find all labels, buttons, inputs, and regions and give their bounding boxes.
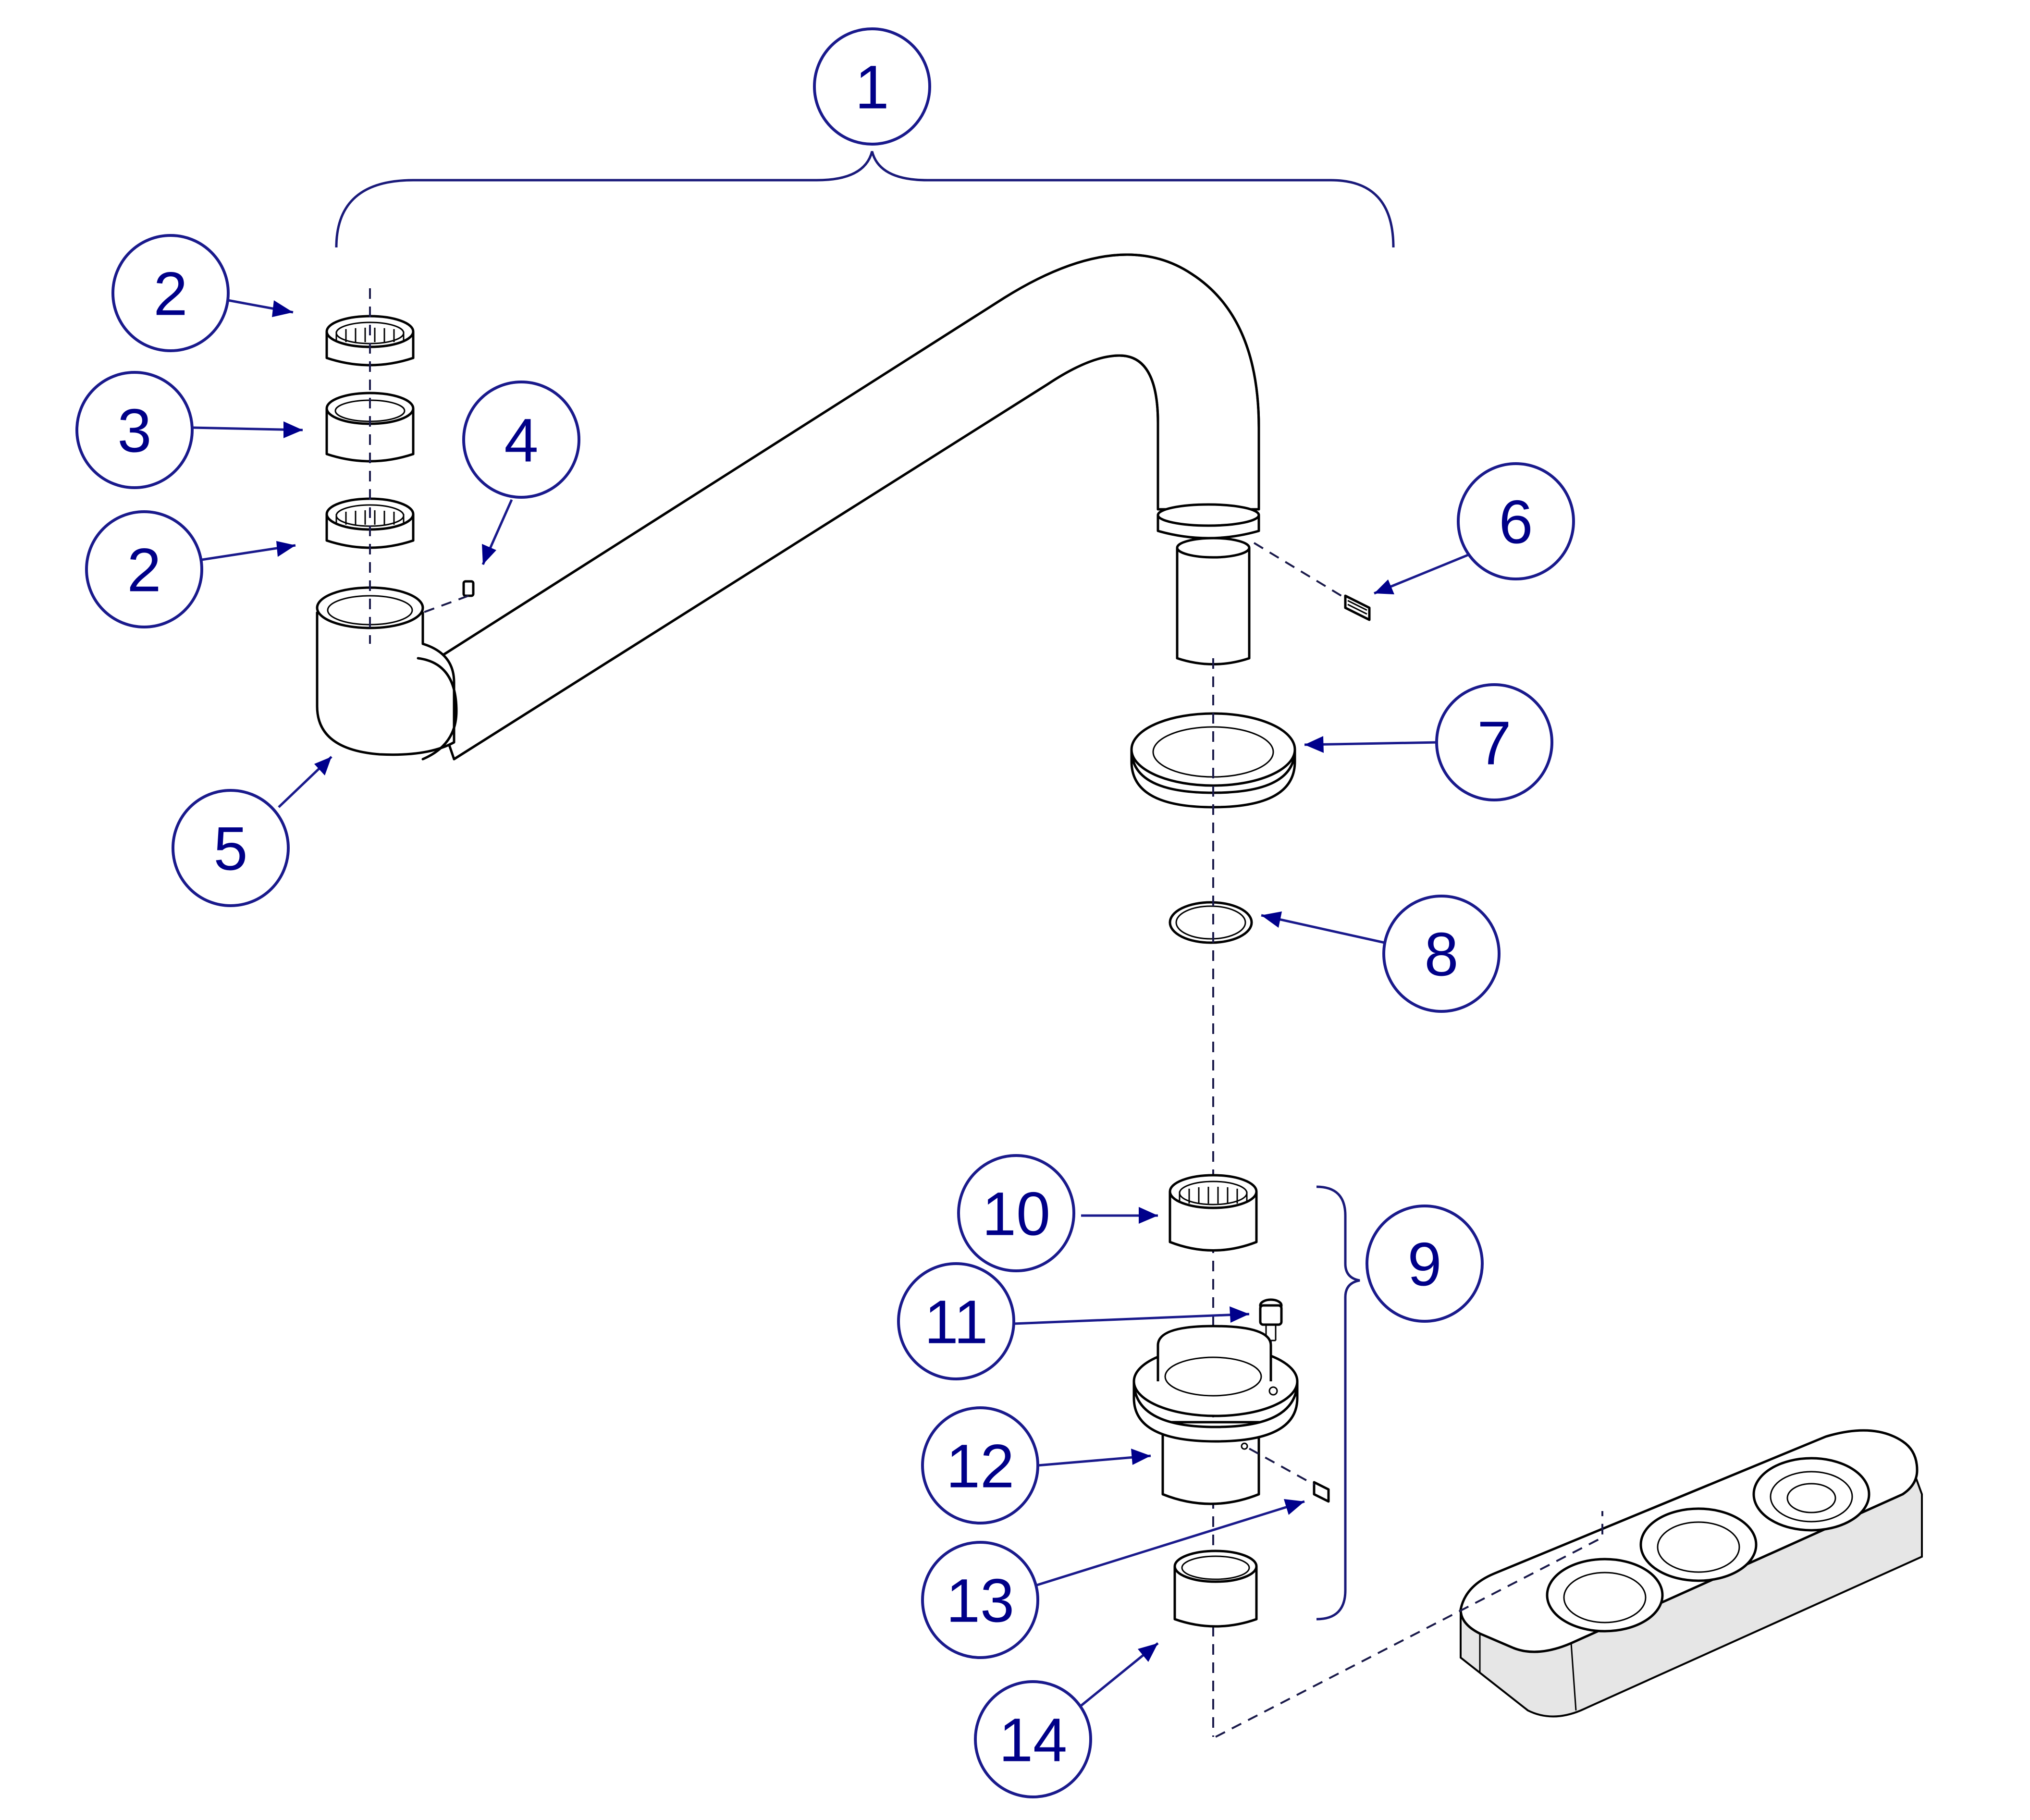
callout-9: 9 xyxy=(1366,1205,1484,1323)
callout-8: 8 xyxy=(1382,895,1501,1013)
assembly-bracket-9 xyxy=(1316,1185,1360,1621)
callout-6: 6 xyxy=(1457,462,1575,580)
bushing-14 xyxy=(1173,1549,1258,1628)
callout-13: 13 xyxy=(921,1541,1039,1659)
needle-bearing-10 xyxy=(1169,1174,1258,1252)
callout-14-label: 14 xyxy=(999,1706,1067,1775)
escutcheon-7 xyxy=(1130,712,1296,809)
callout-2-bottom-label: 2 xyxy=(127,536,161,605)
spout-shaft xyxy=(1176,537,1251,665)
axis-screw-13 xyxy=(1249,1448,1315,1486)
callout-2-bottom: 2 xyxy=(85,510,203,628)
callout-10: 10 xyxy=(957,1154,1075,1272)
leader-lines xyxy=(192,299,1480,1707)
set-screw-4 xyxy=(462,580,475,597)
callout-14: 14 xyxy=(974,1680,1092,1798)
elbow-housing xyxy=(316,586,458,761)
callout-6-label: 6 xyxy=(1499,488,1533,557)
screw-6 xyxy=(1344,594,1371,621)
callout-3: 3 xyxy=(75,371,194,489)
o-ring-8 xyxy=(1169,901,1253,944)
set-screw-13 xyxy=(1313,1481,1330,1503)
deck-plate xyxy=(1459,1429,1923,1718)
axis-screw-4 xyxy=(422,595,469,614)
callout-3-label: 3 xyxy=(117,397,151,466)
callout-9-label: 9 xyxy=(1407,1230,1441,1299)
needle-bearing-2-bottom xyxy=(325,497,415,549)
callout-12: 12 xyxy=(921,1406,1039,1525)
callout-7: 7 xyxy=(1435,683,1553,801)
callout-2-top-label: 2 xyxy=(153,260,187,329)
needle-bearing-2-top xyxy=(325,315,415,367)
callout-13-label: 13 xyxy=(946,1567,1014,1636)
screw-11 xyxy=(1259,1298,1283,1341)
callout-1-label: 1 xyxy=(855,53,889,122)
callout-11-label: 11 xyxy=(924,1288,988,1357)
callout-4-label: 4 xyxy=(504,406,538,475)
callout-11: 11 xyxy=(897,1262,1015,1380)
callout-4: 4 xyxy=(462,381,580,499)
callout-7-label: 7 xyxy=(1477,709,1511,778)
axis-screw-6 xyxy=(1253,542,1346,599)
callout-5: 5 xyxy=(172,789,290,907)
callout-10-label: 10 xyxy=(982,1180,1050,1249)
callout-2-top: 2 xyxy=(111,234,230,352)
spout-tube xyxy=(421,253,1260,761)
callout-1: 1 xyxy=(813,27,931,146)
assembly-bracket-1 xyxy=(335,151,1395,248)
callout-8-label: 8 xyxy=(1424,921,1458,989)
callout-5-label: 5 xyxy=(213,815,247,884)
callout-12-label: 12 xyxy=(946,1432,1014,1501)
flanged-housing-12 xyxy=(1132,1325,1299,1505)
